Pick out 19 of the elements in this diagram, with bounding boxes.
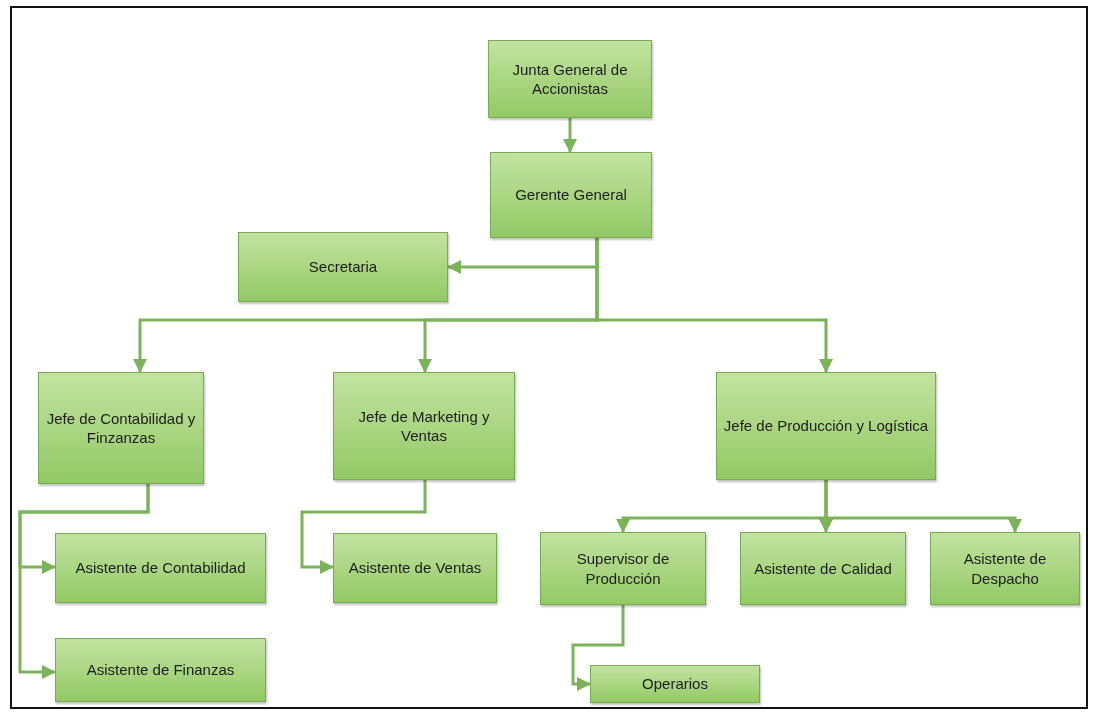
role-box: Gerente General xyxy=(490,152,652,238)
role-box: Asistente de Finanzas xyxy=(55,638,266,702)
role-box: Operarios xyxy=(590,665,760,703)
arrow xyxy=(563,118,577,153)
role-box: Jefe de Producción y Logística xyxy=(716,372,936,480)
role-box: Secretaria xyxy=(238,232,448,302)
role-box: Asistente de Calidad xyxy=(740,532,906,605)
arrow xyxy=(571,605,625,691)
role-box: Asistente de Contabilidad xyxy=(55,533,266,603)
role-box: Asistente de Despacho xyxy=(930,532,1080,605)
role-box: Asistente de Ventas xyxy=(333,533,497,603)
arrow xyxy=(824,480,1022,533)
role-box: Jefe de Contabilidad y Finzanzas xyxy=(38,372,204,484)
arrow xyxy=(300,480,427,574)
arrow xyxy=(595,238,833,373)
arrow xyxy=(18,484,150,679)
role-box: Supervisor de Producción xyxy=(540,532,706,605)
role-box: Jefe de Marketing y Ventas xyxy=(333,372,515,480)
role-box: Junta General de Accionistas xyxy=(488,40,652,118)
